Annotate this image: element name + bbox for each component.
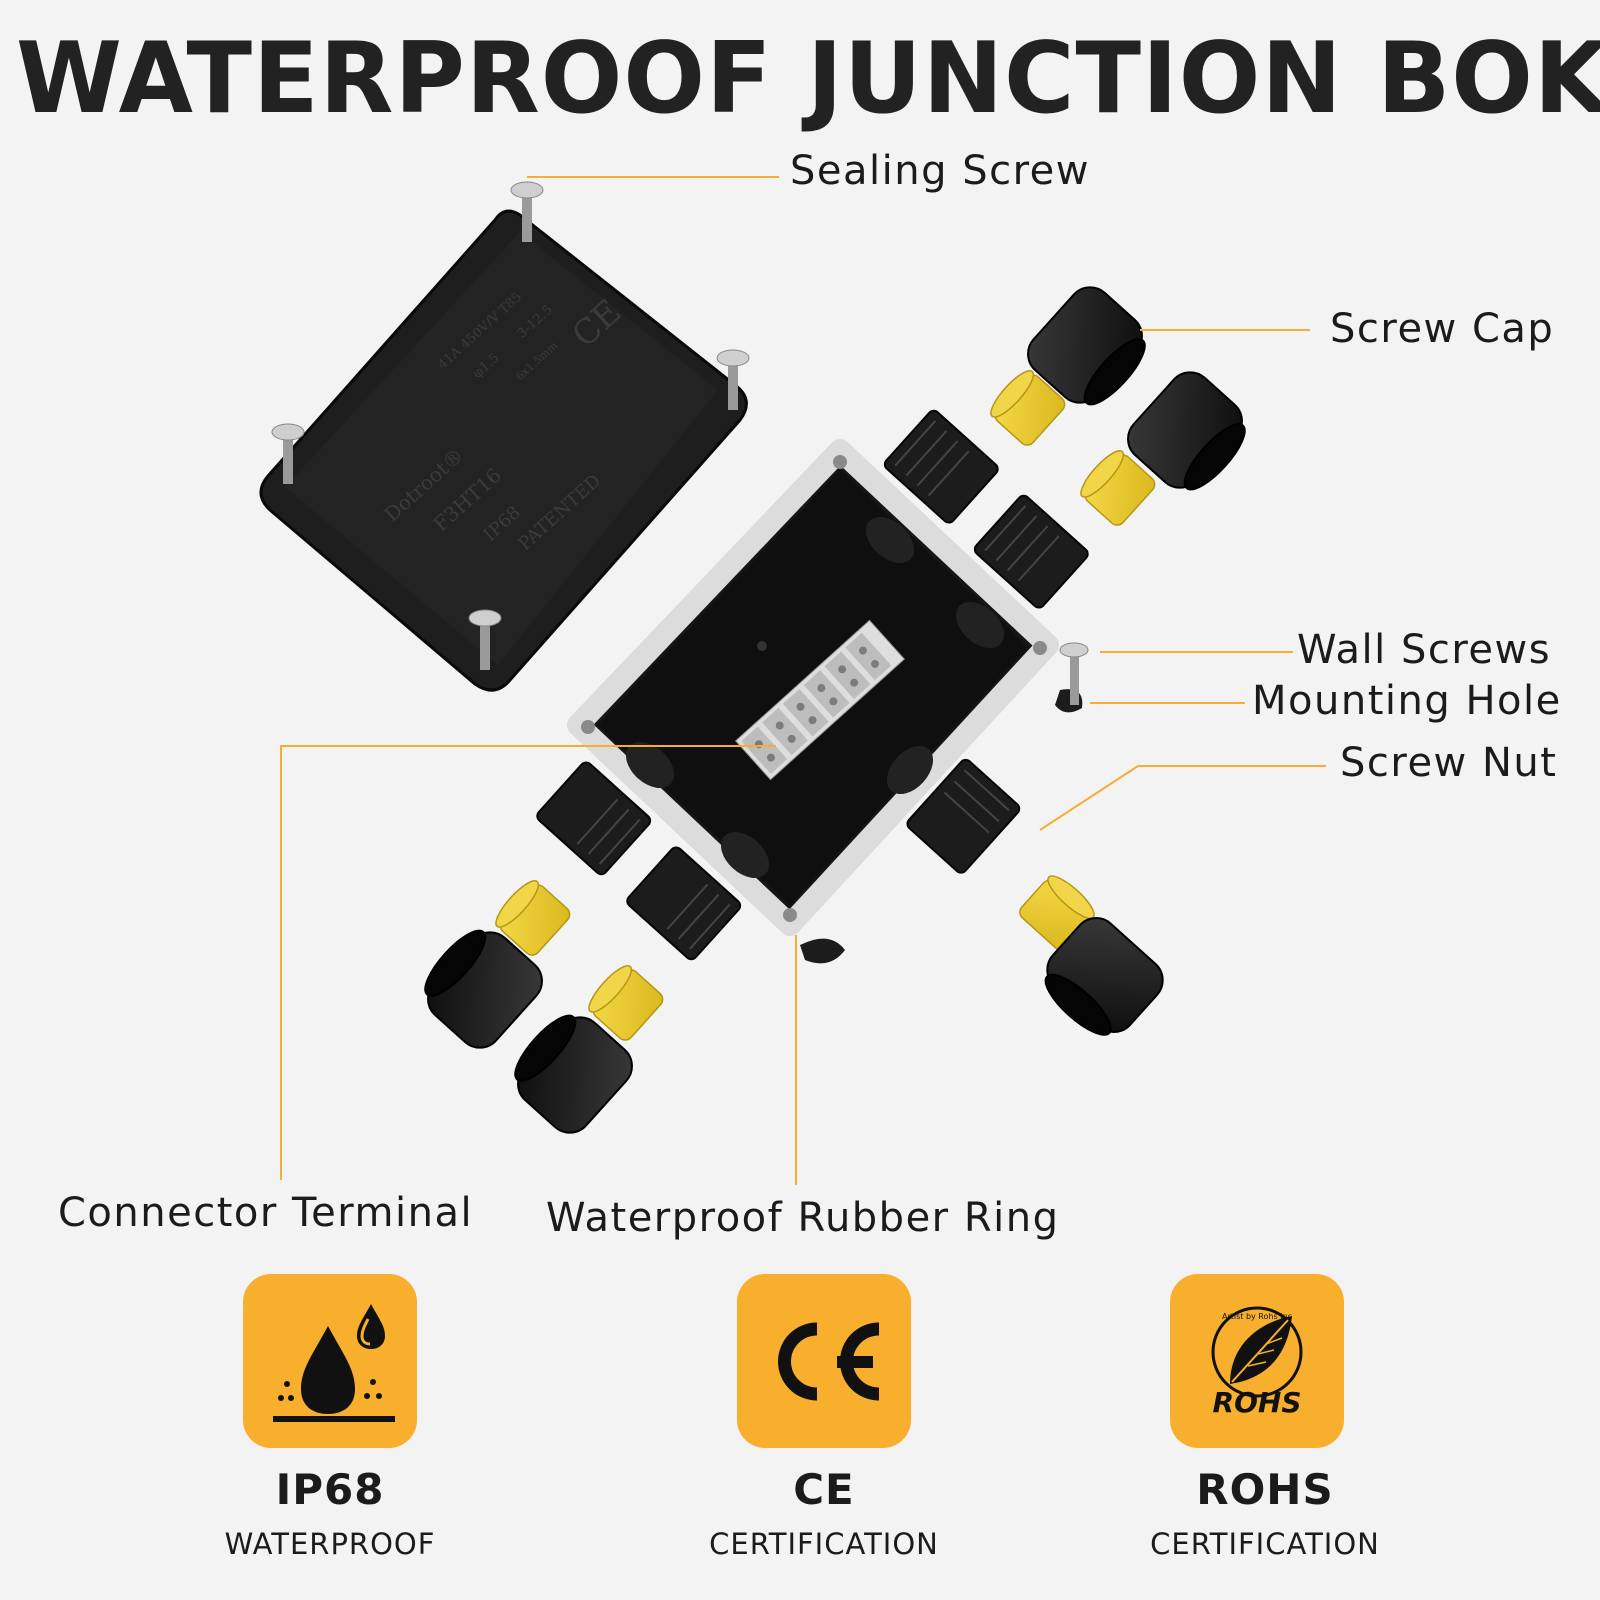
sealing-screw-left: [271, 423, 305, 484]
leader-mounting-hole: [1090, 702, 1245, 704]
badge-ip68: [243, 1274, 417, 1448]
callout-mounting-hole: Mounting Hole: [1252, 678, 1562, 724]
sealing-screw-bottom: [468, 609, 502, 670]
callout-connector-terminal: Connector Terminal: [58, 1190, 474, 1236]
leader-screw-cap: [1140, 329, 1310, 331]
callout-sealing-screw: Sealing Screw: [790, 148, 1090, 194]
rohs-ring-text: Artist by Rohs Inc: [1222, 1312, 1292, 1321]
badge-ip68-subtitle: WATERPROOF: [224, 1527, 436, 1561]
leader-screw-nut: [1138, 765, 1326, 767]
connector-terminal-block: [735, 619, 905, 781]
badge-ce-title: CE: [793, 1465, 855, 1514]
leader-wall-screws: [1100, 651, 1293, 653]
badge-rohs-subtitle: CERTIFICATION: [1150, 1527, 1380, 1561]
rohs-icon-text: ROHS: [1213, 1386, 1302, 1419]
callout-screw-nut: Screw Nut: [1340, 740, 1558, 786]
wall-screw: [1059, 642, 1089, 705]
badge-ce-subtitle: CERTIFICATION: [709, 1527, 939, 1561]
leader-connector-terminal-v: [280, 745, 282, 1180]
cable-glands: [536, 409, 1089, 961]
sealing-screw-right: [716, 349, 750, 410]
callout-wall-screws: Wall Screws: [1297, 627, 1552, 673]
badge-ip68-title: IP68: [275, 1465, 385, 1514]
leader-rubber-ring: [795, 935, 797, 1185]
rohs-leaf-icon: ROHS Artist by Rohs Inc: [1211, 1306, 1303, 1419]
screw-caps: [424, 286, 1246, 1134]
badge-rohs-title: ROHS: [1196, 1465, 1334, 1514]
leader-sealing-screw: [527, 176, 779, 178]
callout-rubber-ring: Waterproof Rubber Ring: [546, 1195, 1060, 1241]
leader-connector-terminal-h: [281, 745, 776, 747]
ce-mark-icon: [778, 1322, 880, 1401]
water-drops-icon: [273, 1304, 395, 1422]
badge-rohs: ROHS Artist by Rohs Inc: [1170, 1274, 1344, 1448]
page-title: WATERPROOF JUNCTION BOK: [16, 22, 1600, 136]
badge-ce: [737, 1274, 911, 1448]
sealing-screw-top: [510, 181, 544, 242]
yellow-seals: [495, 370, 1156, 1041]
lid: Dotroot® F3HT16 IP68 PATENTED 41A 450V/V…: [259, 181, 750, 692]
callout-screw-cap: Screw Cap: [1330, 306, 1555, 352]
